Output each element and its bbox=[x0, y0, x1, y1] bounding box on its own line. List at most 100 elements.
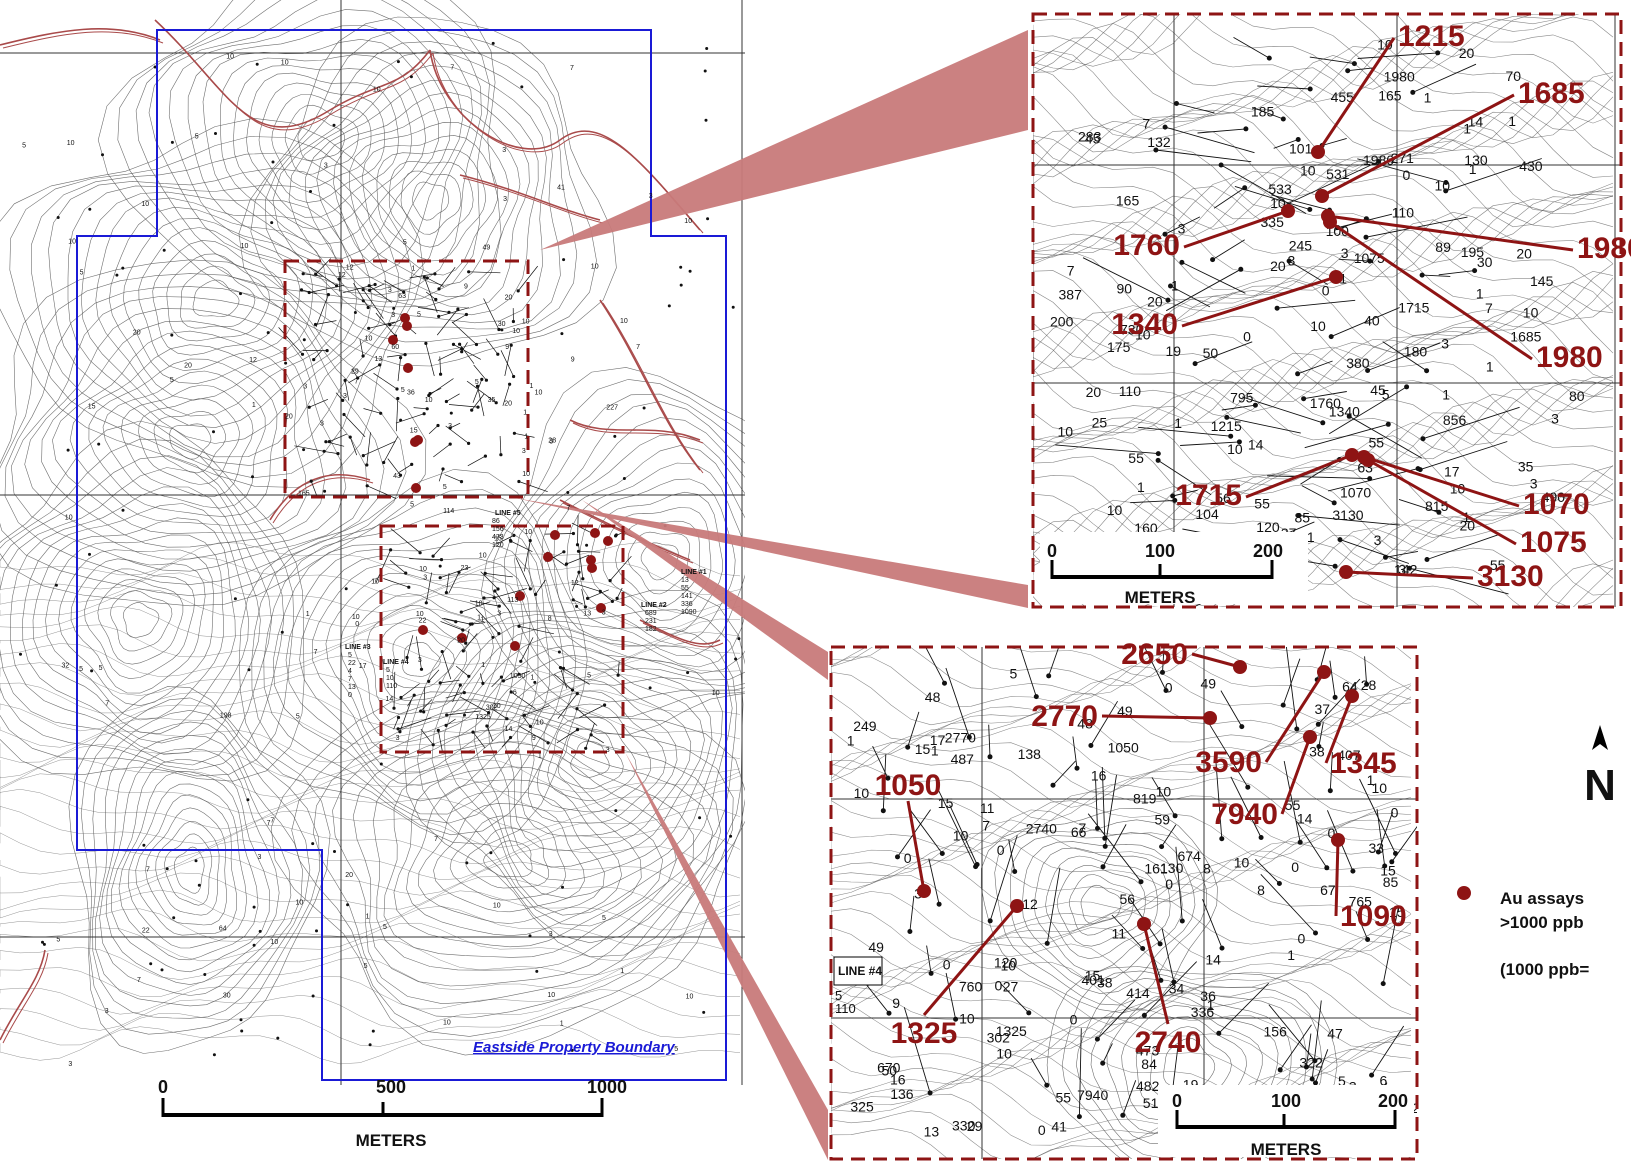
inset-north-value: 1 bbox=[1476, 285, 1484, 301]
main-sample-value: 5 bbox=[170, 377, 174, 384]
main-sample-value: 7 bbox=[570, 65, 574, 72]
inset-north-value: 80 bbox=[1569, 388, 1585, 404]
inset-south-value: 138 bbox=[1018, 746, 1042, 762]
inset-south-value: 38 bbox=[1309, 744, 1325, 760]
inset-south-value: 1325 bbox=[996, 1023, 1027, 1039]
inset-north-value: 5 bbox=[1382, 386, 1390, 402]
inset-north-value: 10 bbox=[1227, 441, 1243, 457]
main-line-tag: LINE #5 bbox=[495, 510, 521, 517]
main-sample-value: 5 bbox=[79, 666, 83, 673]
main-sample-value: 10 bbox=[241, 243, 249, 250]
inset-north-value: 3 bbox=[1288, 253, 1296, 269]
main-sample-value: 1 bbox=[481, 662, 485, 669]
inset-south-value: 407 bbox=[1337, 747, 1361, 763]
main-sample-value: 5 bbox=[443, 484, 447, 491]
main-line-value: 22 bbox=[348, 660, 356, 667]
main-sample-value: 1 bbox=[252, 402, 256, 409]
inset-north-value: 1 bbox=[1339, 270, 1347, 286]
main-contours bbox=[0, 0, 745, 1065]
main-sample-value: 7 bbox=[314, 649, 318, 656]
main-sample-value: 3 bbox=[324, 163, 328, 170]
inset-south-value: 5 bbox=[1338, 1073, 1346, 1089]
inset-south-value: 7 bbox=[1079, 820, 1087, 836]
main-line-value: 336 bbox=[681, 601, 693, 608]
main-line-value: 86 bbox=[492, 518, 500, 525]
inset-south-value: 49 bbox=[1117, 703, 1133, 719]
inset-north-scale-unit: METERS bbox=[1125, 588, 1196, 607]
inset-north-value: 1 bbox=[1486, 358, 1494, 374]
main-sample-value: 1 bbox=[524, 434, 528, 441]
inset-south-value: 14 bbox=[1205, 952, 1221, 968]
inset-north-value: 10 bbox=[1435, 177, 1451, 193]
main-sample-value: 22 bbox=[419, 617, 427, 624]
main-sample-value: 3 bbox=[418, 657, 422, 664]
inset-north-value: 25 bbox=[1092, 414, 1108, 430]
main-assay-dot bbox=[596, 603, 606, 613]
main-sample-value: 10 bbox=[443, 1020, 451, 1027]
inset-south-assay-dot bbox=[1345, 689, 1359, 703]
inset-north-value: 175 bbox=[1107, 339, 1131, 355]
inset-north-value: 10 bbox=[1377, 36, 1393, 52]
main-sample-value: 10 bbox=[296, 899, 304, 906]
inset-south-line-value-0: 5 bbox=[835, 988, 842, 1003]
main-sample-value: 1 bbox=[477, 614, 481, 621]
inset-south-value: 15 bbox=[1389, 904, 1405, 920]
main-sample-value: 3 bbox=[549, 931, 553, 938]
inset-north-value: 380 bbox=[1346, 355, 1370, 371]
main-line-value: 110 bbox=[386, 683, 397, 690]
inset-north-value: 20 bbox=[1086, 384, 1102, 400]
main-sample-value: 28 bbox=[548, 437, 556, 444]
main-line-value: 5 bbox=[386, 667, 390, 674]
inset-south-value: 7 bbox=[982, 818, 990, 834]
main-sample-value: 1 bbox=[530, 674, 534, 681]
inset-north-value: 1760 bbox=[1310, 395, 1341, 411]
main-sample-value: 7 bbox=[354, 379, 358, 386]
inset-south-assay-dot bbox=[917, 884, 931, 898]
inset-south-value: 249 bbox=[853, 718, 877, 734]
inset-north-value: 165 bbox=[1116, 192, 1140, 208]
main-sample-value: 20 bbox=[345, 872, 353, 879]
main-sample-value: 1 bbox=[530, 383, 534, 390]
inset-north-value: 10 bbox=[1058, 424, 1074, 440]
inset-south-value: 1050 bbox=[1108, 739, 1139, 755]
inset-north-value: 1070 bbox=[1340, 485, 1371, 501]
inset-south-assay-dot bbox=[1331, 833, 1345, 847]
main-sample-value: 3 bbox=[503, 196, 507, 203]
main-sample-value: 3 bbox=[448, 423, 452, 430]
inset-south-value: 0 bbox=[904, 850, 912, 866]
inset-north-scale-bar: 0 100 200 METERS bbox=[1040, 532, 1308, 607]
inset-south-value: 473 bbox=[1136, 1043, 1160, 1059]
inset-south-assay-label: 1090 bbox=[1340, 900, 1407, 933]
inset-south-value: 48 bbox=[1077, 715, 1093, 731]
inset-south-line-value-1: 110 bbox=[835, 1001, 856, 1016]
main-assay-dot bbox=[411, 483, 421, 493]
inset-south-value: 2770 bbox=[945, 730, 976, 746]
inset-south-value: 302 bbox=[987, 1029, 1011, 1045]
inset-south-value: 10 bbox=[1156, 783, 1172, 799]
inset-south-value: 16 bbox=[890, 1072, 906, 1088]
main-sample-value: 5 bbox=[99, 665, 103, 672]
main-sample-value: 5 bbox=[195, 134, 199, 141]
inset-south-assay-dot bbox=[1137, 917, 1151, 931]
main-sample-value: 1 bbox=[620, 968, 624, 975]
main-sample-value: 10 bbox=[547, 992, 555, 999]
main-sample-value: 1 bbox=[480, 617, 484, 624]
inset-south-value: 10 bbox=[959, 1011, 975, 1027]
inset-north-value: 1 bbox=[1174, 415, 1182, 431]
main-sample-value: 3 bbox=[68, 1061, 72, 1068]
inset-south-value: 414 bbox=[1126, 985, 1150, 1001]
main-scale-unit: METERS bbox=[356, 1131, 427, 1150]
main-sample-value: 7 bbox=[267, 820, 271, 827]
inset-north-assay-dot bbox=[1329, 270, 1343, 284]
inset-north-value: 19 bbox=[1166, 343, 1182, 359]
inset-north-value: 10 bbox=[1300, 162, 1316, 178]
main-sample-value: 20 bbox=[505, 295, 513, 302]
inset-south-value: 55 bbox=[1056, 1090, 1072, 1106]
main-sample-value: 3 bbox=[549, 438, 553, 445]
inset-north-value: 0 bbox=[1243, 329, 1251, 345]
main-sample-value: 10 bbox=[365, 336, 373, 343]
main-sample-value: 20 bbox=[285, 414, 293, 421]
